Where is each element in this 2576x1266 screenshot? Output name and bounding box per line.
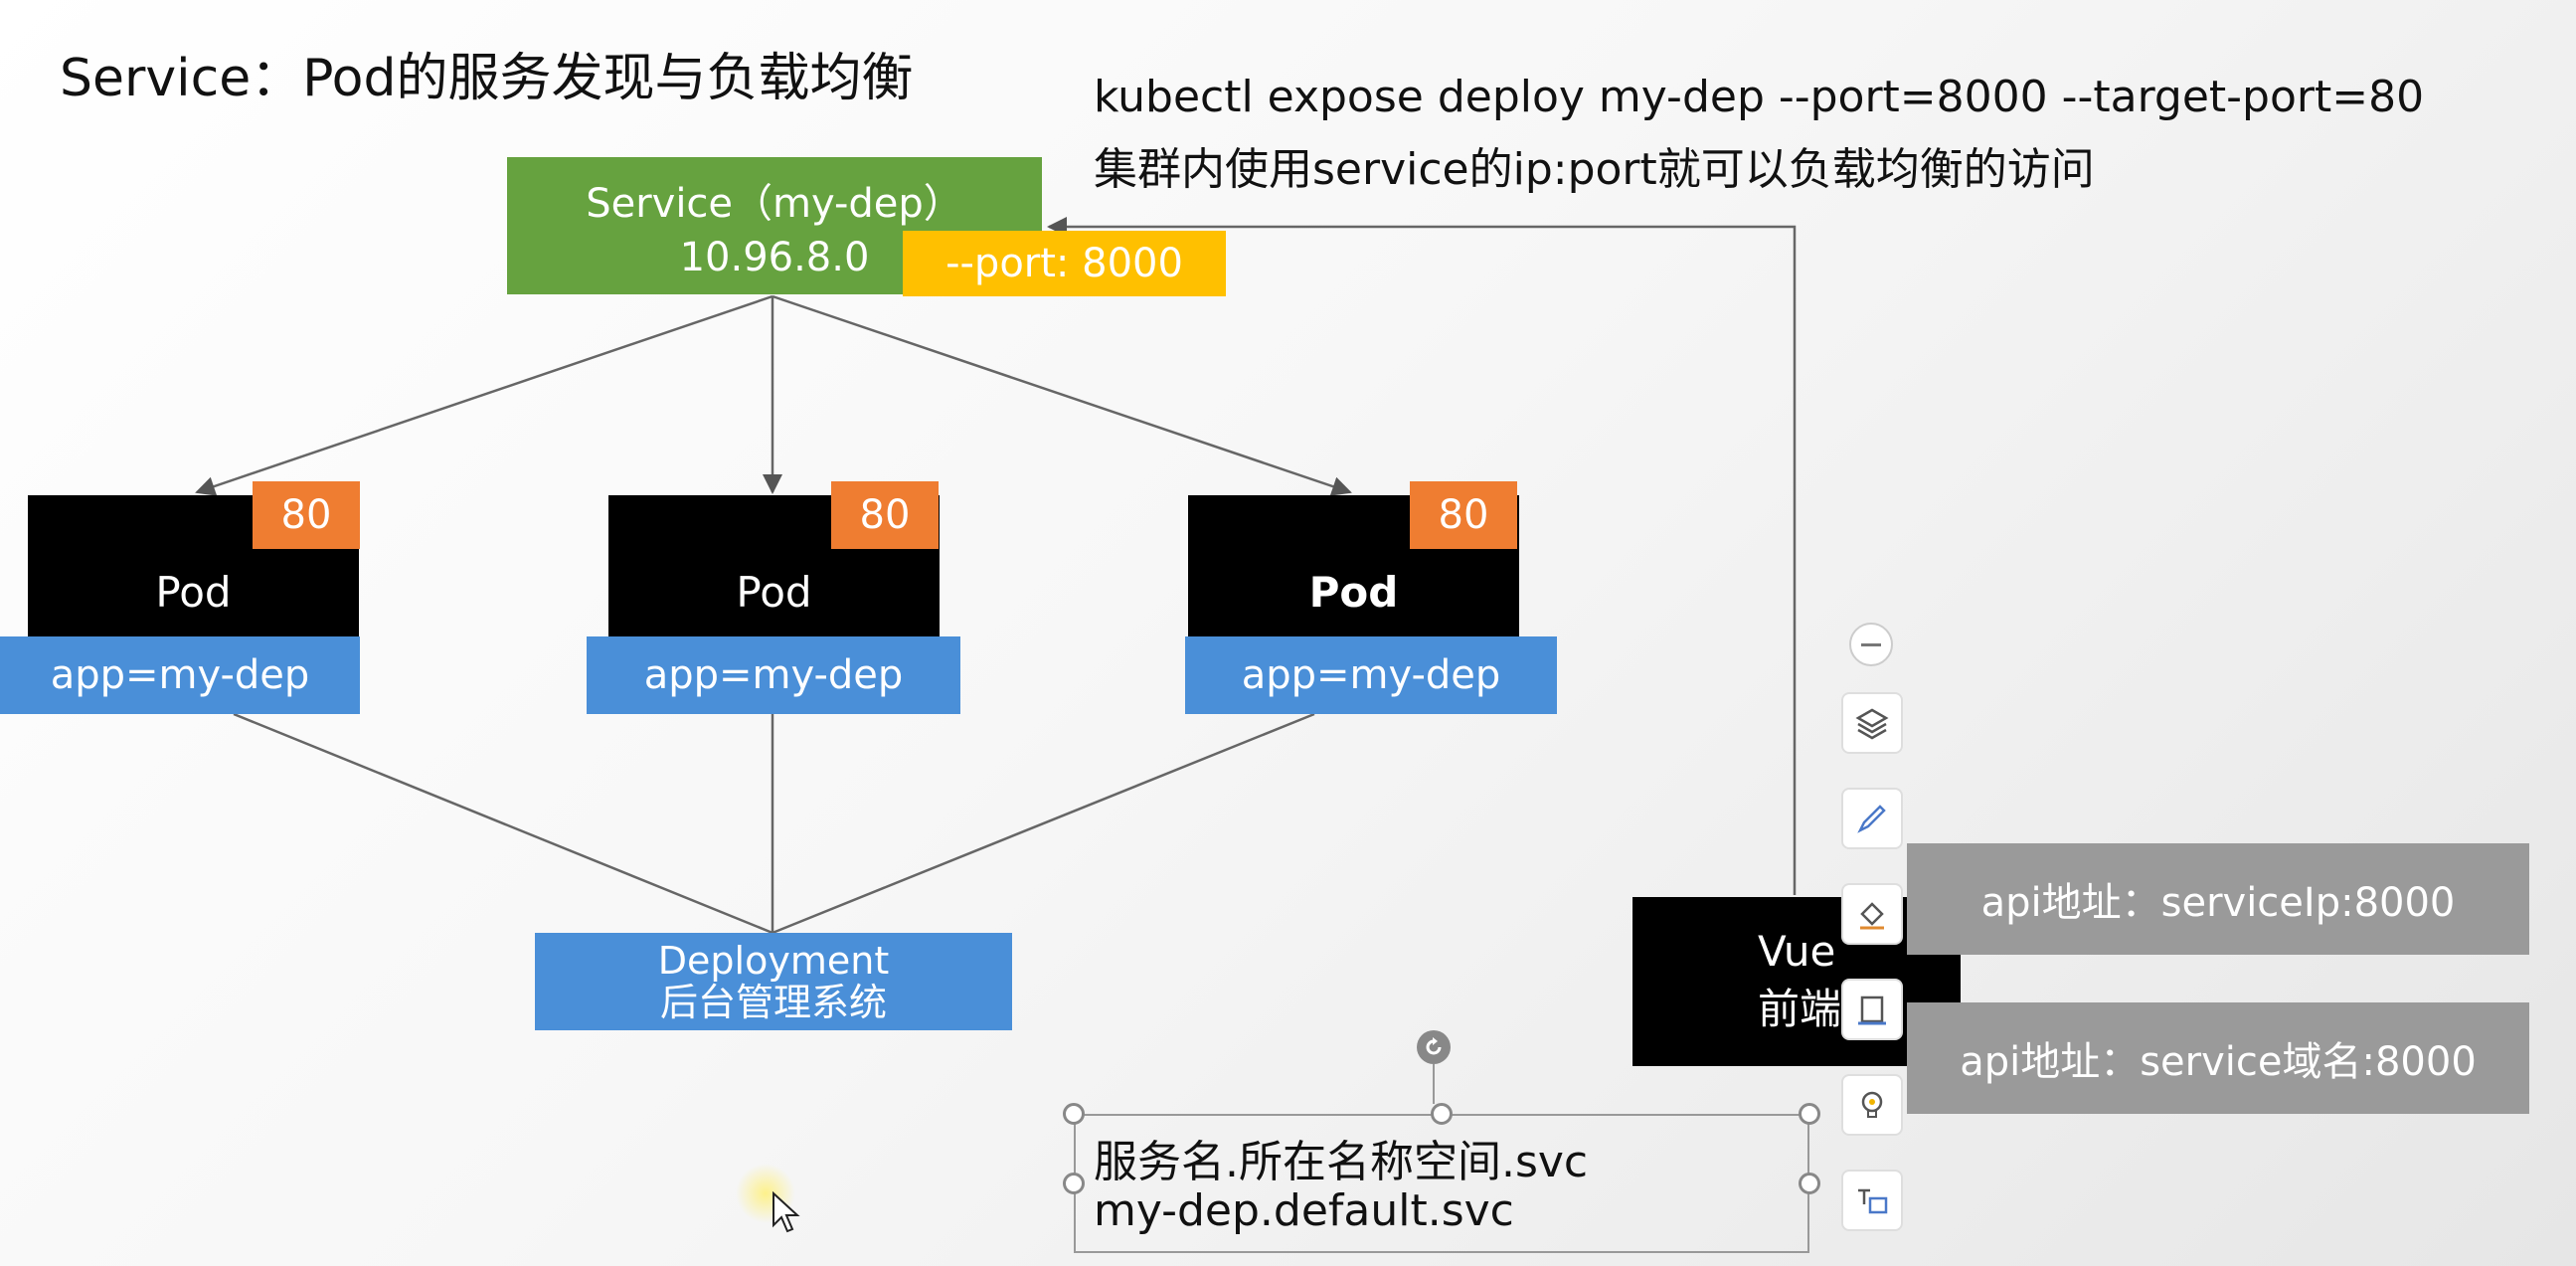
pod-label: Pod <box>736 568 812 617</box>
resize-handle[interactable] <box>1063 1103 1085 1125</box>
command-text: kubectl expose deploy my-dep --port=8000… <box>1094 72 2425 122</box>
pod-label: Pod <box>155 568 232 617</box>
pod-port-value: 80 <box>280 492 332 538</box>
dns-example-text: my-dep.default.svc <box>1094 1185 1514 1236</box>
api-note-text: api地址：service域名:8000 <box>1960 1039 2477 1085</box>
pod-port-value: 80 <box>859 492 911 538</box>
rotate-handle[interactable] <box>1417 1030 1451 1064</box>
pod-selector-label: app=my-dep <box>587 636 960 714</box>
pod-selector-text: app=my-dep <box>50 652 310 698</box>
resize-handle[interactable] <box>1799 1173 1820 1194</box>
resize-handle[interactable] <box>1799 1103 1820 1125</box>
frontend-name: Vue <box>1758 927 1836 976</box>
pen-icon[interactable] <box>1841 788 1903 849</box>
rotate-icon <box>1426 1037 1442 1055</box>
api-note-service-ip: api地址：serviceIp:8000 <box>1907 843 2529 955</box>
service-port-label: --port: 8000 <box>945 241 1183 286</box>
dns-textbox[interactable]: 服务名.所在名称空间.svc my-dep.default.svc <box>1074 1114 1809 1253</box>
eraser-icon[interactable] <box>1841 883 1903 945</box>
text-box-icon[interactable] <box>1841 1170 1903 1231</box>
dns-format-text: 服务名.所在名称空间.svc <box>1094 1137 1589 1187</box>
api-note-service-domain: api地址：service域名:8000 <box>1907 1002 2529 1114</box>
resize-handle[interactable] <box>1063 1173 1085 1194</box>
rotate-handle-stem <box>1433 1064 1435 1104</box>
pod-selector-text: app=my-dep <box>1241 652 1501 698</box>
resize-handle[interactable] <box>1431 1103 1453 1125</box>
service-ip: 10.96.8.0 <box>679 235 870 280</box>
deployment-desc: 后台管理系统 <box>659 981 887 1024</box>
frontend-desc: 前端 <box>1758 985 1842 1033</box>
pod-port-badge: 80 <box>253 481 360 549</box>
pod-selector-label: app=my-dep <box>0 636 360 714</box>
pod-port-badge: 80 <box>1410 481 1517 549</box>
mouse-cursor-icon <box>773 1191 800 1233</box>
bulb-icon[interactable] <box>1841 1074 1903 1136</box>
floating-toolbar <box>1839 617 1909 1253</box>
pod-label: Pod <box>1308 568 1399 617</box>
api-note-text: api地址：serviceIp:8000 <box>1980 880 2456 926</box>
pod-selector-text: app=my-dep <box>643 652 904 698</box>
frame-icon[interactable] <box>1841 979 1903 1040</box>
service-port-tag: --port: 8000 <box>903 231 1226 296</box>
layers-icon[interactable] <box>1841 692 1903 754</box>
deployment-name: Deployment <box>657 939 890 983</box>
page-title: Service：Pod的服务发现与负载均衡 <box>60 49 914 108</box>
service-name: Service（my-dep） <box>586 181 963 227</box>
pod-selector-label: app=my-dep <box>1185 636 1557 714</box>
deployment-box: Deployment 后台管理系统 <box>535 933 1012 1030</box>
pod-port-value: 80 <box>1438 492 1489 538</box>
frontend-box: Vue 前端 <box>1632 897 1961 1066</box>
pod-port-badge: 80 <box>831 481 939 549</box>
command-note: 集群内使用service的ip:port就可以负载均衡的访问 <box>1094 144 2095 195</box>
minus-icon[interactable] <box>1849 623 1893 666</box>
